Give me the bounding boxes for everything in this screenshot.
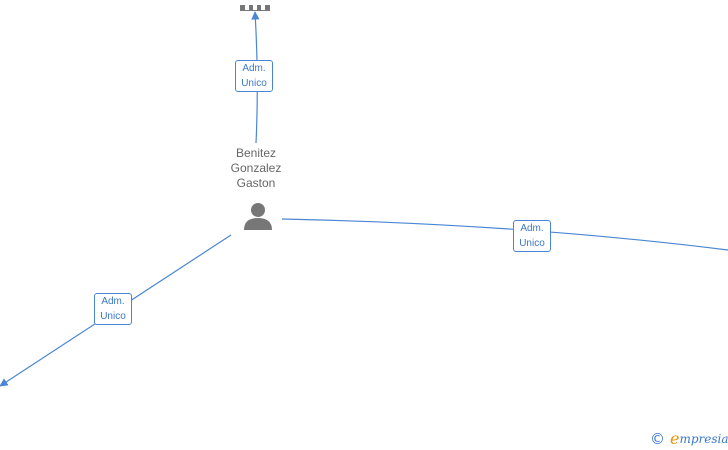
edge-label-bottom-left[interactable]: Adm. Unico (94, 293, 132, 325)
person-name-line3: Gaston (236, 176, 276, 190)
brand-logo-text: mpresia (679, 431, 728, 446)
edge-label-line1: Adm. (101, 296, 125, 307)
brand-watermark: © e mpresia (650, 429, 728, 448)
person-name[interactable]: Benitez Gonzalez Gaston (216, 146, 296, 191)
copyright-symbol: © (650, 429, 665, 448)
edge-label-line1: Adm. (242, 63, 266, 74)
edge-to-right-node (281, 218, 728, 251)
edge-label-line2: Unico (241, 78, 267, 89)
person-icon[interactable] (242, 200, 274, 237)
brand-logo-initial: e (670, 429, 680, 448)
edge-label-line2: Unico (100, 311, 126, 322)
edge-label-line2: Unico (519, 238, 545, 249)
building-icon[interactable] (238, 0, 274, 18)
edge-label-top[interactable]: Adm. Unico (235, 60, 273, 92)
edge-label-right[interactable]: Adm. Unico (513, 220, 551, 252)
edge-label-line1: Adm. (520, 223, 544, 234)
person-name-line1: Benitez (235, 146, 277, 160)
person-name-line2: Gonzalez (230, 161, 282, 175)
